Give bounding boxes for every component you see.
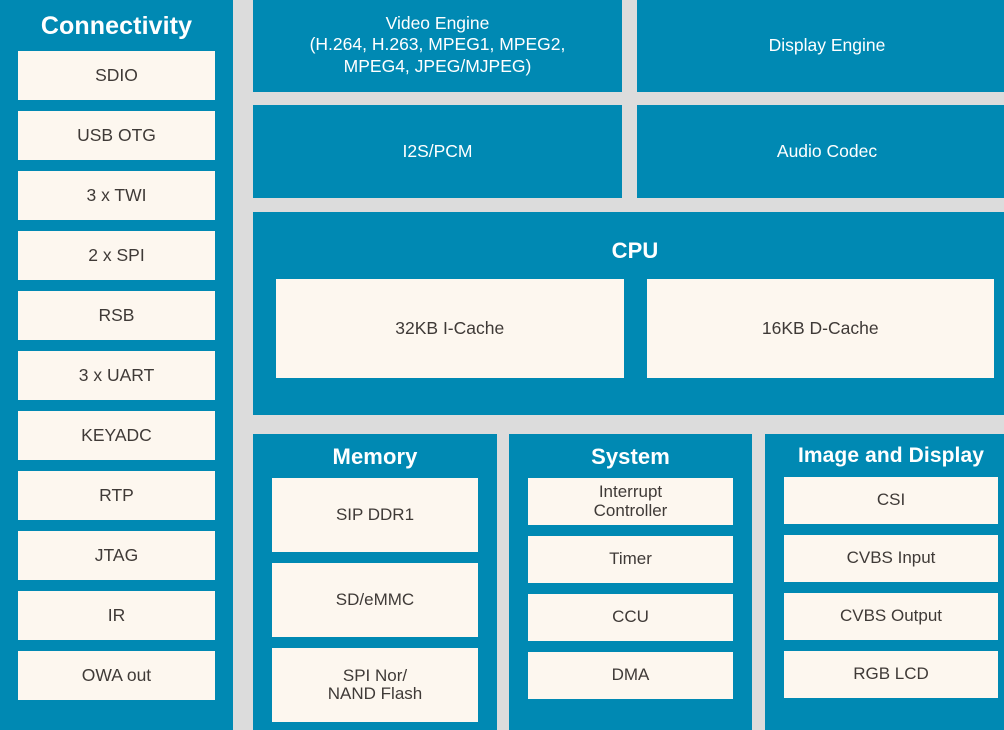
- connectivity-panel: Connectivity SDIO USB OTG 3 x TWI 2 x SP…: [0, 0, 233, 730]
- memory-title: Memory: [332, 444, 418, 469]
- block-owa-out[interactable]: OWA out: [18, 651, 215, 701]
- i2s-pcm-label: I2S/PCM: [402, 140, 473, 161]
- block-video-engine[interactable]: Video Engine (H.264, H.263, MPEG1, MPEG2…: [253, 0, 622, 92]
- block-keyadc[interactable]: KEYADC: [18, 411, 215, 461]
- block-ccu[interactable]: CCU: [528, 594, 733, 642]
- block-uart[interactable]: 3 x UART: [18, 351, 215, 401]
- block-rgb-lcd[interactable]: RGB LCD: [784, 651, 998, 699]
- memory-panel: Memory SIP DDR1 SD/eMMC SPI Nor/NAND Fla…: [253, 434, 497, 730]
- block-rtp[interactable]: RTP: [18, 471, 215, 521]
- block-jtag[interactable]: JTAG: [18, 531, 215, 581]
- block-d-cache[interactable]: 16KB D-Cache: [646, 279, 994, 379]
- block-audio-codec[interactable]: Audio Codec: [637, 105, 1004, 198]
- cpu-panel: CPU 32KB I-Cache 16KB D-Cache: [253, 212, 1004, 415]
- image-display-panel: Image and Display CSI CVBS Input CVBS Ou…: [765, 434, 1004, 730]
- cpu-title: CPU: [611, 238, 659, 263]
- block-timer[interactable]: Timer: [528, 536, 733, 584]
- block-spi[interactable]: 2 x SPI: [18, 231, 215, 281]
- block-spi-nor-nand-flash[interactable]: SPI Nor/NAND Flash: [272, 648, 478, 723]
- audio-codec-label: Audio Codec: [776, 140, 878, 161]
- block-i2s-pcm[interactable]: I2S/PCM: [253, 105, 622, 198]
- block-sdio[interactable]: SDIO: [18, 51, 215, 101]
- block-cvbs-output[interactable]: CVBS Output: [784, 593, 998, 641]
- block-twi[interactable]: 3 x TWI: [18, 171, 215, 221]
- block-rsb[interactable]: RSB: [18, 291, 215, 341]
- block-csi[interactable]: CSI: [784, 477, 998, 525]
- block-cvbs-input[interactable]: CVBS Input: [784, 535, 998, 583]
- image-display-title: Image and Display: [797, 444, 985, 467]
- block-dma[interactable]: DMA: [528, 652, 733, 700]
- block-usb-otg[interactable]: USB OTG: [18, 111, 215, 161]
- system-title: System: [591, 444, 670, 469]
- block-sip-ddr1[interactable]: SIP DDR1: [272, 478, 478, 553]
- cpu-cache-row: 32KB I-Cache 16KB D-Cache: [253, 262, 1004, 379]
- video-engine-line-2: (H.264, H.263, MPEG1, MPEG2,: [309, 34, 566, 55]
- video-engine-line-3: MPEG4, JPEG/MJPEG): [343, 55, 532, 76]
- block-ir[interactable]: IR: [18, 591, 215, 641]
- display-engine-label: Display Engine: [768, 35, 886, 56]
- block-display-engine[interactable]: Display Engine: [637, 0, 1004, 92]
- block-sd-emmc[interactable]: SD/eMMC: [272, 563, 478, 638]
- connectivity-title: Connectivity: [40, 12, 193, 40]
- block-i-cache[interactable]: 32KB I-Cache: [276, 279, 624, 379]
- video-engine-line-1: Video Engine: [385, 12, 490, 33]
